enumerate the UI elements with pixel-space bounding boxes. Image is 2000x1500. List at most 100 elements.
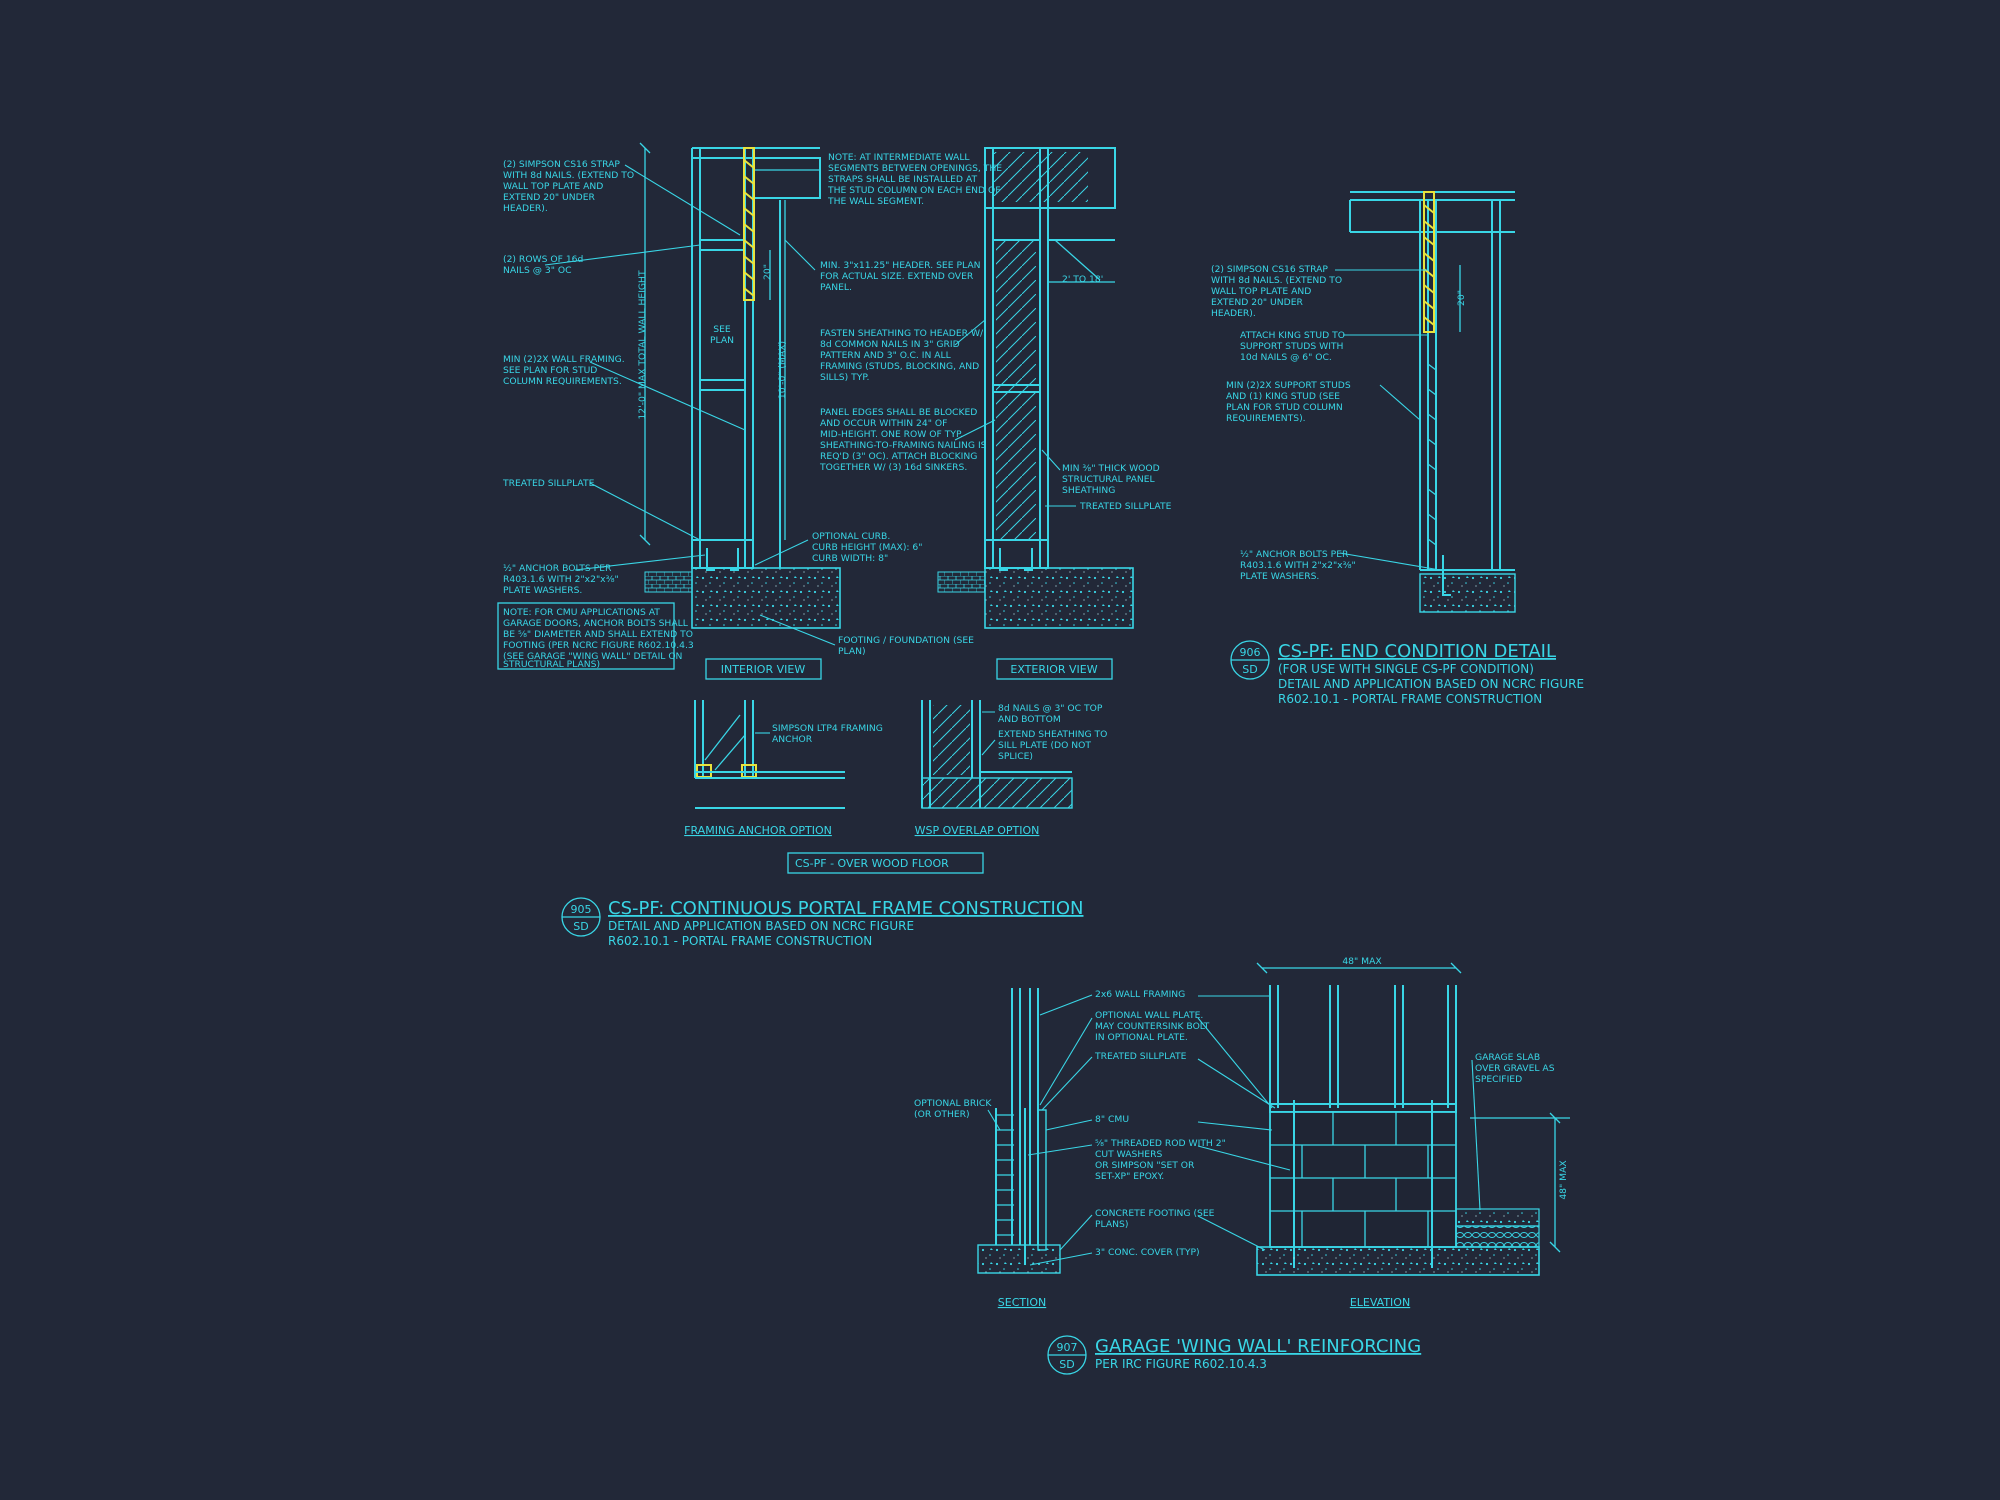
note-sillplate: TREATED SILLPLATE	[502, 478, 595, 489]
cmu-note-4: FOOTING (PER NCRC FIGURE R602.10.4.3	[503, 640, 694, 651]
ext-sillplate: TREATED SILLPLATE	[1079, 501, 1172, 512]
wing-plate-3: IN OPTIONAL PLATE.	[1095, 1032, 1188, 1043]
note-anchor-1: ½" ANCHOR BOLTS PER	[503, 563, 612, 574]
wsp-overlap-option: 8d NAILS @ 3" OC TOP AND BOTTOM EXTEND S…	[915, 700, 1107, 837]
wing-rod-4: SET-XP" EPOXY.	[1095, 1171, 1164, 1182]
note-framing-3: COLUMN REQUIREMENTS.	[503, 376, 622, 387]
ext-range-dim: 2' TO 18'	[1062, 274, 1103, 285]
wing-slab-1: GARAGE SLAB	[1475, 1052, 1540, 1063]
note-edges-3: MID-HEIGHT. ONE ROW OF TYP.	[820, 429, 963, 440]
strap-20in-dim: 20"	[762, 264, 773, 280]
end-condition-notes: (2) SIMPSON CS16 STRAP WITH 8d NAILS. (E…	[1211, 264, 1356, 582]
wing-cover: 3" CONC. COVER (TYP)	[1095, 1247, 1200, 1258]
note-top-3: STRAPS SHALL BE INSTALLED AT	[828, 174, 977, 185]
wing-dim-top: 48" MAX	[1342, 956, 1381, 967]
note-curb-3: CURB WIDTH: 8"	[812, 553, 888, 564]
see-plan-2: PLAN	[710, 335, 734, 346]
detail-905-sheet: SD	[573, 920, 588, 933]
note-edges-4: SHEATHING-TO-FRAMING NAILING IS	[820, 440, 987, 451]
framing-anchor-option: SIMPSON LTP4 FRAMING ANCHOR FRAMING ANCH…	[684, 700, 883, 837]
note-anchor-3: PLATE WASHERS.	[503, 585, 582, 596]
note-fasten-3: PATTERN AND 3" O.C. IN ALL	[820, 350, 952, 361]
note-top-4: THE STUD COLUMN ON EACH END OF	[827, 185, 1001, 196]
center-notes: NOTE: AT INTERMEDIATE WALL SEGMENTS BETW…	[754, 152, 1002, 657]
detail-906-sheet: SD	[1242, 663, 1257, 676]
detail-907-sheet: SD	[1059, 1358, 1074, 1371]
total-wall-height-dim: 12'-0" MAX TOTAL WALL HEIGHT	[637, 270, 648, 419]
note-footing-2: PLAN)	[838, 646, 866, 657]
detail-906-sub-2: DETAIL AND APPLICATION BASED ON NCRC FIG…	[1278, 677, 1584, 691]
cmu-note-1: NOTE: FOR CMU APPLICATIONS AT	[503, 607, 660, 618]
extend-note-1: EXTEND SHEATHING TO	[998, 729, 1107, 740]
wing-plate-2: MAY COUNTERSINK BOLT	[1095, 1021, 1210, 1032]
end-king-2: SUPPORT STUDS WITH	[1240, 341, 1343, 352]
end-condition-drawing: 20"	[1335, 191, 1516, 613]
end-anchor-1: ½" ANCHOR BOLTS PER	[1240, 549, 1349, 560]
note-top-2: SEGMENTS BETWEEN OPENINGS, THE	[828, 163, 1002, 174]
wing-wall-section: SECTION	[977, 988, 1093, 1309]
end-support-4: REQUIREMENTS).	[1226, 413, 1306, 424]
detail-905-title: CS-PF: CONTINUOUS PORTAL FRAME CONSTRUCT…	[608, 898, 1083, 919]
note-strap-2: WITH 8d NAILS. (EXTEND TO	[503, 170, 634, 181]
detail-906-sub-1: (FOR USE WITH SINGLE CS-PF CONDITION)	[1278, 662, 1534, 676]
detail-905-number: 905	[571, 903, 592, 916]
wing-sill: TREATED SILLPLATE	[1094, 1051, 1187, 1062]
detail-905-title-block: 905 SD CS-PF: CONTINUOUS PORTAL FRAME CO…	[561, 897, 1083, 948]
note-edges-1: PANEL EDGES SHALL BE BLOCKED	[820, 407, 977, 418]
note-rows-1: (2) ROWS OF 16d	[503, 254, 583, 265]
wing-brick-2: (OR OTHER)	[914, 1109, 970, 1120]
end-strap-20in-dim: 20"	[1456, 290, 1467, 306]
wing-slab-3: SPECIFIED	[1475, 1074, 1522, 1085]
detail-907-title: GARAGE 'WING WALL' REINFORCING	[1095, 1336, 1421, 1357]
wing-wall-elevation: 48" MAX 48" MAX GARAGE SLAB OVER GRAVEL …	[1197, 956, 1570, 1309]
see-plan-1: SEE	[713, 324, 731, 335]
note-fasten-2: 8d COMMON NAILS IN 3" GRID	[820, 339, 960, 350]
note-anchor-2: R403.1.6 WITH 2"x2"x⅜"	[503, 574, 619, 585]
over-wood-floor-label: CS-PF - OVER WOOD FLOOR	[787, 852, 984, 874]
elevation-label: ELEVATION	[1350, 1296, 1410, 1309]
note-framing-2: SEE PLAN FOR STUD	[503, 365, 597, 376]
note-edges-6: TOGETHER W/ (3) 16d SINKERS.	[819, 462, 967, 473]
note-edges-2: AND OCCUR WITHIN 24" OF	[820, 418, 947, 429]
note-fasten-4: FRAMING (STUDS, BLOCKING, AND	[820, 361, 979, 372]
ext-panel-2: STRUCTURAL PANEL	[1062, 474, 1156, 485]
detail-906-title-block: 906 SD CS-PF: END CONDITION DETAIL (FOR …	[1230, 640, 1584, 706]
end-strap-3: WALL TOP PLATE AND	[1211, 286, 1311, 297]
detail-907-title-block: 907 SD GARAGE 'WING WALL' REINFORCING PE…	[1047, 1335, 1421, 1375]
wing-wall-notes: 2x6 WALL FRAMING OPTIONAL WALL PLATE. MA…	[914, 989, 1226, 1258]
wing-rod-1: ⅝" THREADED ROD WITH 2"	[1095, 1138, 1226, 1149]
detail-906-sub-3: R602.10.1 - PORTAL FRAME CONSTRUCTION	[1278, 692, 1542, 706]
exterior-view-drawing: 2' TO 18' MIN ⅜" THICK WOOD STRUCTURAL P…	[937, 147, 1172, 629]
end-anchor-3: PLATE WASHERS.	[1240, 571, 1319, 582]
end-support-3: PLAN FOR STUD COLUMN	[1226, 402, 1343, 413]
max-10ft-dim: 10'-0" (MAX)	[777, 341, 788, 399]
nails-note-2: AND BOTTOM	[998, 714, 1061, 725]
ext-panel-3: SHEATHING	[1062, 485, 1115, 496]
end-strap-5: HEADER).	[1211, 308, 1256, 319]
wsp-overlap-option-label: WSP OVERLAP OPTION	[915, 824, 1040, 837]
interior-view-drawing: 12'-0" MAX TOTAL WALL HEIGHT 10'-0" (MAX…	[544, 142, 841, 629]
end-support-1: MIN (2)2X SUPPORT STUDS	[1226, 380, 1351, 391]
note-fasten-5: SILLS) TYP.	[820, 372, 869, 383]
detail-905-sub-2: R602.10.1 - PORTAL FRAME CONSTRUCTION	[608, 934, 872, 948]
detail-906-number: 906	[1240, 646, 1261, 659]
wing-cmu: 8" CMU	[1095, 1114, 1129, 1125]
wing-rod-3: OR SIMPSON "SET OR	[1095, 1160, 1195, 1171]
note-strap-4: EXTEND 20" UNDER	[503, 192, 596, 203]
note-header-1: MIN. 3"x11.25" HEADER. SEE PLAN	[820, 260, 980, 271]
note-curb-2: CURB HEIGHT (MAX): 6"	[812, 542, 923, 553]
end-king-3: 10d NAILS @ 6" OC.	[1240, 352, 1332, 363]
end-anchor-2: R403.1.6 WITH 2"x2"x⅜"	[1240, 560, 1356, 571]
cmu-note-6: STRUCTURAL PLANS)	[503, 659, 600, 670]
wing-dim-side: 48" MAX	[1558, 1160, 1569, 1199]
view-labels: INTERIOR VIEW EXTERIOR VIEW	[705, 658, 1113, 680]
note-header-2: FOR ACTUAL SIZE. EXTEND OVER	[820, 271, 974, 282]
cmu-note-2: GARAGE DOORS, ANCHOR BOLTS SHALL	[503, 618, 689, 629]
note-strap-3: WALL TOP PLATE AND	[503, 181, 603, 192]
note-top-1: NOTE: AT INTERMEDIATE WALL	[828, 152, 970, 163]
cmu-note-box	[497, 602, 675, 670]
detail-907-sub-1: PER IRC FIGURE R602.10.4.3	[1095, 1357, 1267, 1371]
ext-panel-1: MIN ⅜" THICK WOOD	[1062, 463, 1160, 474]
interior-view-notes: (2) SIMPSON CS16 STRAP WITH 8d NAILS. (E…	[497, 159, 694, 670]
